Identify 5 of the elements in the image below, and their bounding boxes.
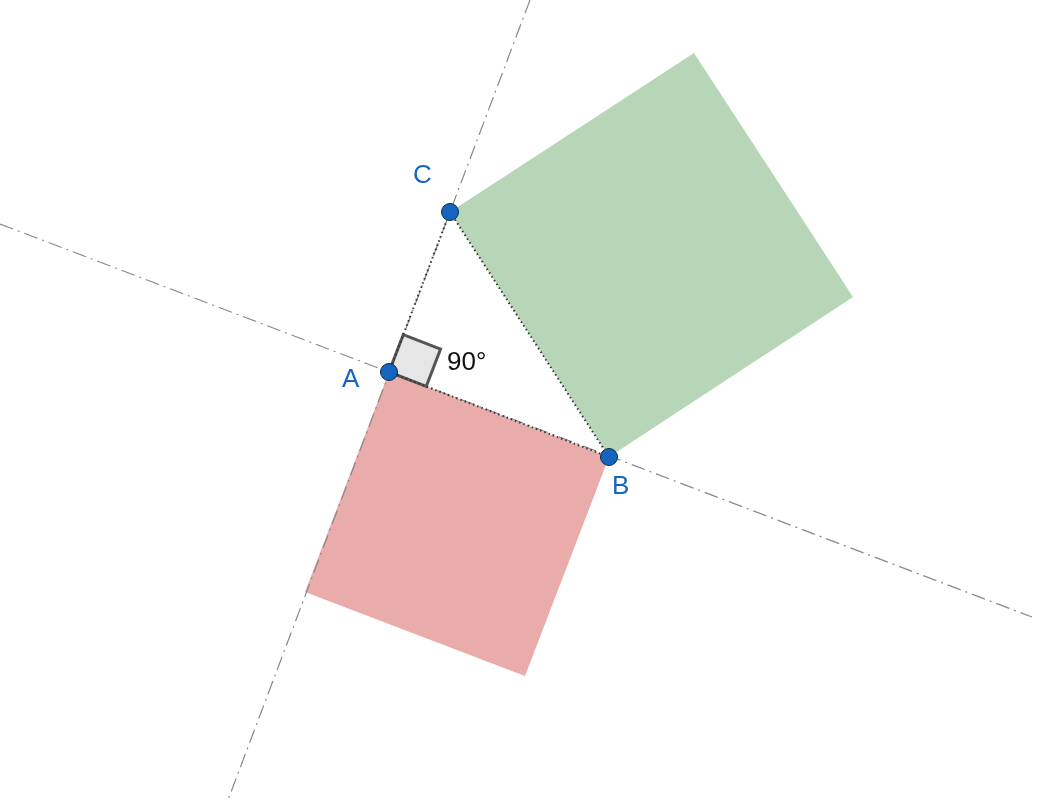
triangle-side xyxy=(396,374,602,455)
point-label: A xyxy=(342,363,360,394)
angle-label: 90° xyxy=(447,346,487,377)
point-label: C xyxy=(413,159,432,190)
point-label: B xyxy=(612,470,630,501)
